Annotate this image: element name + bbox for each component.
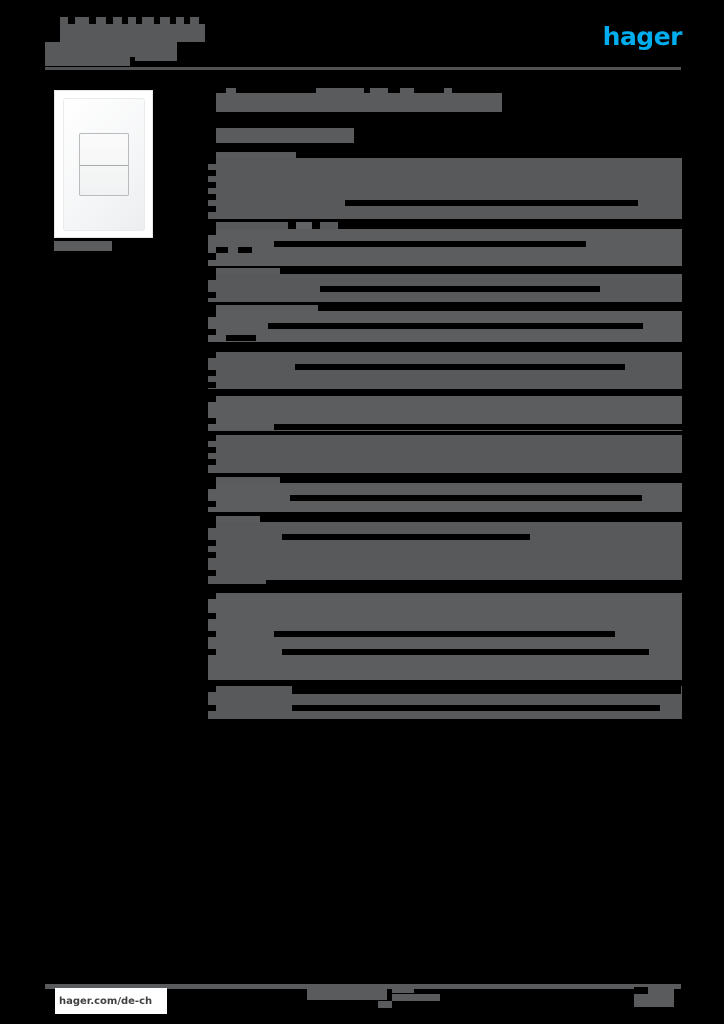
row-value-gap [292, 686, 681, 694]
row-gap [208, 483, 216, 489]
page-footer [0, 970, 724, 1024]
row-value-gap [290, 495, 642, 501]
row-value-gap [274, 424, 682, 430]
row-gap [238, 247, 252, 253]
row-gap [208, 649, 216, 655]
main-title-cap-1 [226, 88, 236, 95]
row-gap [208, 170, 216, 176]
section-header-4 [216, 305, 318, 314]
row-value-gap [268, 323, 643, 329]
header-title-line-1 [60, 24, 205, 42]
row-gap [226, 335, 256, 341]
row-gap [208, 311, 216, 317]
row-gap [208, 540, 216, 546]
row-gap [208, 631, 216, 637]
table-row [208, 158, 682, 219]
header-title-cap-5 [128, 17, 136, 24]
row-gap [208, 522, 216, 528]
footer-url-box[interactable]: hager.com/de-ch [55, 988, 167, 1014]
header-divider [45, 67, 681, 70]
row-gap [216, 247, 228, 253]
row-gap [208, 570, 216, 576]
header-title-cap-7 [160, 17, 170, 24]
row-value-gap [295, 364, 625, 370]
section-header-2 [216, 222, 288, 230]
row-value-gap [345, 200, 638, 206]
main-title-cap-3 [370, 88, 388, 95]
row-gap [208, 418, 216, 424]
section-header-3 [216, 268, 280, 277]
row-gap [208, 447, 216, 453]
row-gap [208, 705, 216, 711]
row-gap [208, 329, 216, 335]
row-value-gap [282, 649, 649, 655]
switch-rocker [79, 133, 129, 196]
header-title-cap-2 [75, 17, 89, 24]
header-title-cap-6 [142, 17, 154, 24]
footer-center-text-3 [392, 994, 440, 1001]
table-row [208, 435, 682, 473]
header-title-cap-1 [60, 17, 68, 24]
main-title-cap-5 [444, 88, 452, 95]
row-value-gap [282, 534, 530, 540]
section-header-1 [216, 152, 296, 161]
page-header: hager [0, 0, 724, 78]
row-gap [208, 613, 216, 619]
row-gap [208, 435, 216, 441]
table-row [208, 229, 682, 266]
row-value-gap [320, 286, 600, 292]
row-gap [208, 229, 216, 235]
footer-center-text-4 [378, 1001, 392, 1008]
hager-logo[interactable]: hager [602, 22, 683, 51]
main-content [208, 0, 682, 1024]
row-gap [208, 459, 216, 465]
row-gap [208, 552, 216, 558]
row-gap [208, 501, 216, 507]
header-title-cap-9 [190, 17, 199, 24]
row-value-gap [266, 580, 682, 586]
row-value-gap [292, 705, 660, 711]
section-header-2c [320, 222, 338, 230]
row-gap [208, 382, 216, 388]
row-gap [208, 370, 216, 376]
row-gap [208, 396, 216, 402]
rocker-divider-line [80, 164, 128, 166]
header-title-cap-3 [96, 17, 106, 24]
header-title-cap-4 [113, 17, 122, 24]
header-title-gap [130, 57, 135, 66]
main-title-cap-2 [316, 88, 364, 95]
row-gap [208, 274, 216, 280]
main-title-cap-4 [400, 88, 414, 95]
main-title [216, 93, 502, 112]
row-value-gap [274, 631, 615, 637]
section-header-8 [216, 477, 280, 486]
section-header-2b [296, 222, 312, 230]
footer-divider [45, 984, 681, 989]
product-image-caption [54, 241, 112, 251]
row-gap [208, 182, 216, 188]
product-image [54, 90, 153, 238]
header-title-line-3 [45, 57, 130, 66]
footer-center-text [307, 989, 387, 1000]
row-gap [208, 158, 216, 164]
row-gap [208, 206, 216, 212]
section-header-9 [216, 516, 260, 525]
row-gap [208, 253, 216, 260]
row-gap [208, 593, 216, 599]
row-gap [208, 352, 216, 358]
footer-page-number-gap [634, 987, 648, 994]
row-value-gap [274, 241, 586, 247]
row-gap [208, 686, 216, 692]
switch-faceplate [63, 98, 145, 231]
footer-url-label: hager.com/de-ch [59, 995, 153, 1007]
main-subtitle [216, 128, 354, 143]
header-title-line-2 [45, 42, 177, 61]
header-title-cap-8 [176, 17, 184, 24]
table-row [208, 522, 682, 584]
row-gap [208, 292, 216, 298]
table-row [208, 352, 682, 389]
row-gap [208, 194, 216, 200]
footer-center-text-2 [392, 985, 414, 993]
